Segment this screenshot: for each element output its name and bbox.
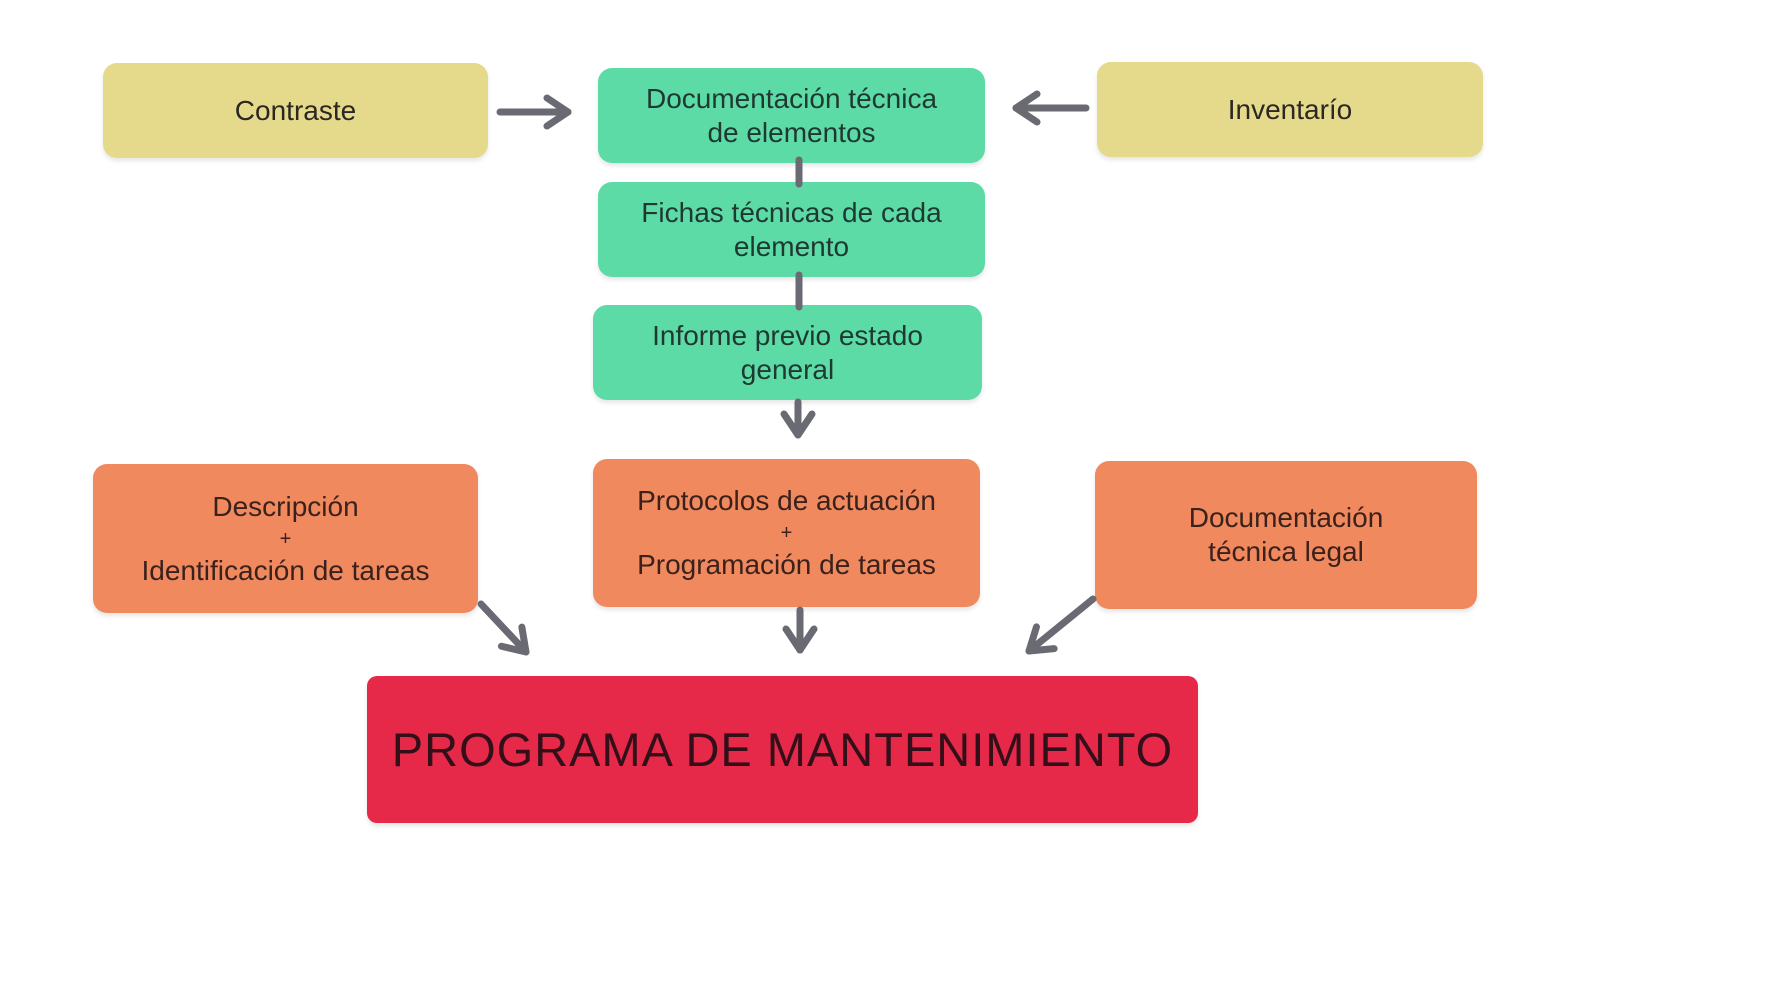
node-label: Contraste (234, 94, 357, 126)
node-descripcion-identificacion: Descripción + Identificación de tareas (93, 464, 478, 613)
node-label: Descripción (212, 490, 359, 522)
node-label: Documentación (1188, 502, 1384, 533)
node-label: Informe previo estado (652, 319, 923, 351)
node-label: Documentación técnica (645, 82, 938, 114)
node-label: técnica legal (1208, 536, 1364, 567)
node-label: elemento (733, 230, 850, 262)
plus-sign: + (279, 527, 292, 550)
node-contraste: Contraste (103, 63, 488, 158)
node-inventario: Inventarío (1097, 62, 1483, 157)
arrow-descripcion-to-programa (477, 600, 530, 656)
node-fichas-tecnicas: Fichas técnicas de cada elemento (598, 182, 985, 277)
node-protocolos-programacion: Protocolos de actuación + Programación d… (593, 459, 980, 607)
node-label: Protocolos de actuación (637, 485, 936, 516)
arrow-doc-legal-to-programa (1025, 595, 1097, 655)
node-documentacion-tecnica-elementos: Documentación técnica de elementos (598, 68, 985, 163)
node-label: Fichas técnicas de cada (641, 196, 942, 228)
node-label: Identificación de tareas (141, 554, 430, 586)
node-label: PROGRAMA DE MANTENIMIENTO (391, 722, 1174, 776)
node-documentacion-tecnica-legal: Documentación técnica legal (1095, 461, 1477, 609)
node-label: general (740, 353, 835, 385)
node-programa-mantenimiento: PROGRAMA DE MANTENIMIENTO (367, 676, 1198, 823)
node-informe-previo: Informe previo estado general (593, 305, 982, 400)
plus-sign: + (780, 522, 793, 544)
node-label: de elementos (707, 116, 876, 148)
node-label: Programación de tareas (637, 549, 936, 580)
node-label: Inventarío (1227, 93, 1353, 125)
